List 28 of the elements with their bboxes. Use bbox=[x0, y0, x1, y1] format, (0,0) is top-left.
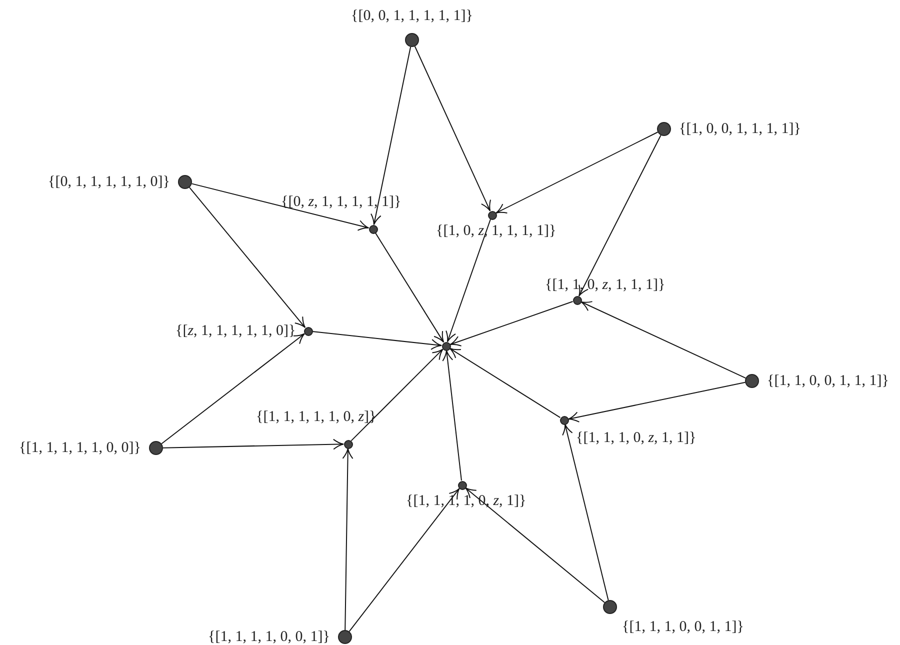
vertex-dot bbox=[603, 600, 617, 614]
vertex-label: {[1, 1, 0, 0, 1, 1, 1]} bbox=[767, 372, 889, 390]
vertex-label: {[1, 0, z, 1, 1, 1, 1]} bbox=[436, 222, 556, 240]
vertex-dot bbox=[560, 416, 568, 424]
vertex-label: {[z, 1, 1, 1, 1, 1, 0]} bbox=[176, 322, 296, 340]
vertex-label: {[1, 1, 1, 0, z, 1, 1]} bbox=[576, 428, 696, 446]
vertex-label: {[1, 1, 1, 0, 0, 1, 1]} bbox=[622, 618, 744, 636]
vertex-dot bbox=[458, 480, 466, 490]
vertex-label: {[0, 0, 1, 1, 1, 1, 1]} bbox=[351, 7, 473, 25]
vertex-dot bbox=[442, 342, 450, 350]
vertex-dot bbox=[657, 122, 671, 136]
vertex-label: {[1, 1, 1, 1, 1, 0, 0]} bbox=[19, 439, 141, 457]
vertex-label: {[0, 1, 1, 1, 1, 1, 0]} bbox=[48, 173, 170, 191]
vertex-label: {[1, 1, 0, z, 1, 1, 1]} bbox=[545, 276, 666, 294]
vertex-dot bbox=[149, 441, 163, 455]
vertex-dot bbox=[405, 33, 419, 47]
vertex-dot bbox=[745, 374, 759, 388]
vertex-dot bbox=[368, 224, 378, 234]
vertex-label: {[1, 1, 1, 1, 0, 0, 1]} bbox=[208, 628, 330, 645]
vertex-dot bbox=[178, 175, 192, 189]
vertex-dot bbox=[304, 326, 312, 336]
vertex-label: {[0, z, 1, 1, 1, 1, 1]} bbox=[281, 192, 402, 210]
vertex-dot bbox=[572, 296, 582, 304]
vertex-dot bbox=[338, 630, 352, 644]
vertex-dot bbox=[488, 210, 496, 220]
vertex-dot bbox=[344, 440, 352, 448]
vertex-label: {[1, 1, 1, 1, 1, 0, z]} bbox=[256, 408, 376, 426]
vertex-label: {[1, 0, 0, 1, 1, 1, 1]} bbox=[679, 120, 801, 138]
